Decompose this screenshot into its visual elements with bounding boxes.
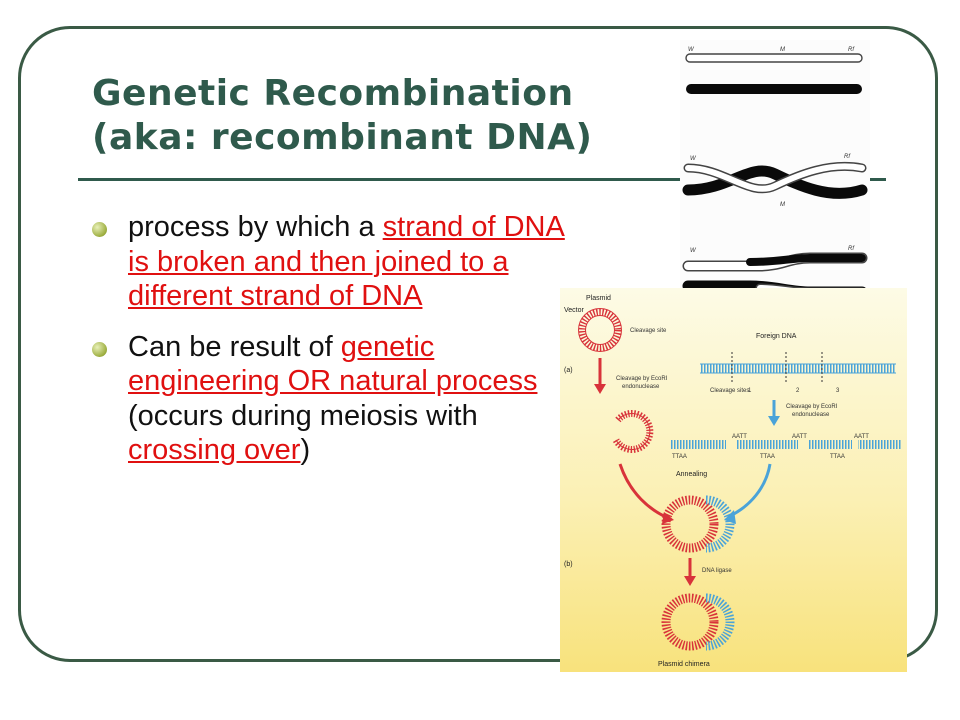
plasmid-ring-inner <box>585 315 615 345</box>
marker-label: W <box>688 47 695 53</box>
fragment <box>808 440 852 449</box>
foreign-dna-strand <box>700 364 896 373</box>
plasmid-chimera-label: Plasmid chimera <box>658 661 710 668</box>
aatt-label: AATT <box>732 434 747 440</box>
endonuclease-label: endonuclease <box>622 384 660 390</box>
title-line-1: Genetic Recombination <box>92 73 574 114</box>
plasmid-diagram: Plasmid Vector Cleavage site (a) Cleavag… <box>560 288 907 672</box>
bullet-2-end: ) <box>300 434 311 466</box>
marker-label: Rf <box>848 47 855 53</box>
fragment <box>736 440 798 449</box>
marker-label: W <box>690 156 697 162</box>
fragment <box>670 440 726 449</box>
plasmid-label: Plasmid <box>586 295 611 302</box>
step-a-label: (a) <box>564 367 573 374</box>
chromatid-white <box>685 53 863 63</box>
marker-label: M <box>780 202 785 208</box>
slide-title: Genetic Recombination (aka: recombinant … <box>92 72 592 160</box>
site-number: 1 <box>748 388 752 394</box>
bullet-2-highlight: genetic engineering OR natural process <box>128 330 538 398</box>
bullet-list: process by which a strand of DNA is brok… <box>90 210 570 484</box>
cut-plasmid-edge <box>615 413 651 450</box>
annealed-plasmid <box>661 495 719 553</box>
annealing-label: Annealing <box>676 471 707 478</box>
marker-label: Rf <box>848 246 855 252</box>
arrow-head-icon <box>594 384 606 394</box>
curved-arrow-icon <box>618 463 669 520</box>
plasmid-illustration: Plasmid Vector Cleavage site (a) Cleavag… <box>564 295 902 668</box>
site-number: 3 <box>836 388 840 394</box>
crossing-black-strand <box>682 165 868 199</box>
ttaa-label: TTAA <box>830 454 845 460</box>
bullet-1-highlight: strand of DNA is broken and then joined … <box>128 211 565 312</box>
dna-ligase-label: DNA ligase <box>702 568 732 574</box>
bullet-definition: process by which a strand of DNA is brok… <box>90 210 570 314</box>
title-line-2: (aka: recombinant DNA) <box>92 117 593 158</box>
foreign-dna-label: Foreign DNA <box>756 333 797 340</box>
bullet-1-text: process by which a <box>128 211 383 243</box>
cleavage-ecori-label: Cleavage by EcoRI <box>616 376 668 382</box>
curved-arrow-icon <box>729 463 772 518</box>
step-b-label: (b) <box>564 561 573 568</box>
title-divider <box>78 178 886 181</box>
bullet-2-highlight-crossing: crossing over <box>128 434 301 466</box>
plasmid-ring-outer <box>578 308 622 352</box>
bullet-2-middle: (occurs during meiosis with <box>128 399 478 432</box>
marker-label: M <box>780 47 785 53</box>
ttaa-label: TTAA <box>760 454 775 460</box>
crossing-over-figure: W M Rf W Rf M W Rf M <box>680 40 870 312</box>
ttaa-label: TTAA <box>672 454 687 460</box>
slide-frame <box>18 26 938 662</box>
bullet-dot-icon <box>92 222 107 237</box>
arrow-head-icon <box>684 576 696 586</box>
cleavage-site-label: Cleavage site <box>630 328 667 334</box>
chimera-insert <box>705 593 735 651</box>
crossing-white-strand <box>685 163 865 192</box>
vector-label: Vector <box>564 307 585 314</box>
aatt-label: AATT <box>792 434 807 440</box>
cleavage-sites-label: Cleavage sites <box>710 388 749 394</box>
marker-label: W <box>690 248 697 254</box>
inserted-fragment <box>705 495 735 553</box>
aatt-label: AATT <box>854 434 869 440</box>
chimera-plasmid <box>661 593 719 651</box>
chromatid-black <box>686 84 862 94</box>
bullet-causes: Can be result of genetic engineering OR … <box>90 330 570 468</box>
bullet-2-text: Can be result of <box>128 330 341 363</box>
plasmid-ring <box>578 308 622 352</box>
fragment <box>858 440 902 449</box>
recombinant-segment-black <box>746 254 866 266</box>
site-number: 2 <box>796 388 800 394</box>
cleavage-ecori-label-2: Cleavage by EcoRI <box>786 404 838 410</box>
endonuclease-label-2: endonuclease <box>792 412 830 418</box>
bullet-dot-icon <box>92 341 107 357</box>
arrow-head-icon <box>768 416 780 426</box>
crossing-over-illustration: W M Rf W Rf M W Rf M <box>682 47 868 308</box>
marker-label: Rf <box>844 154 851 160</box>
